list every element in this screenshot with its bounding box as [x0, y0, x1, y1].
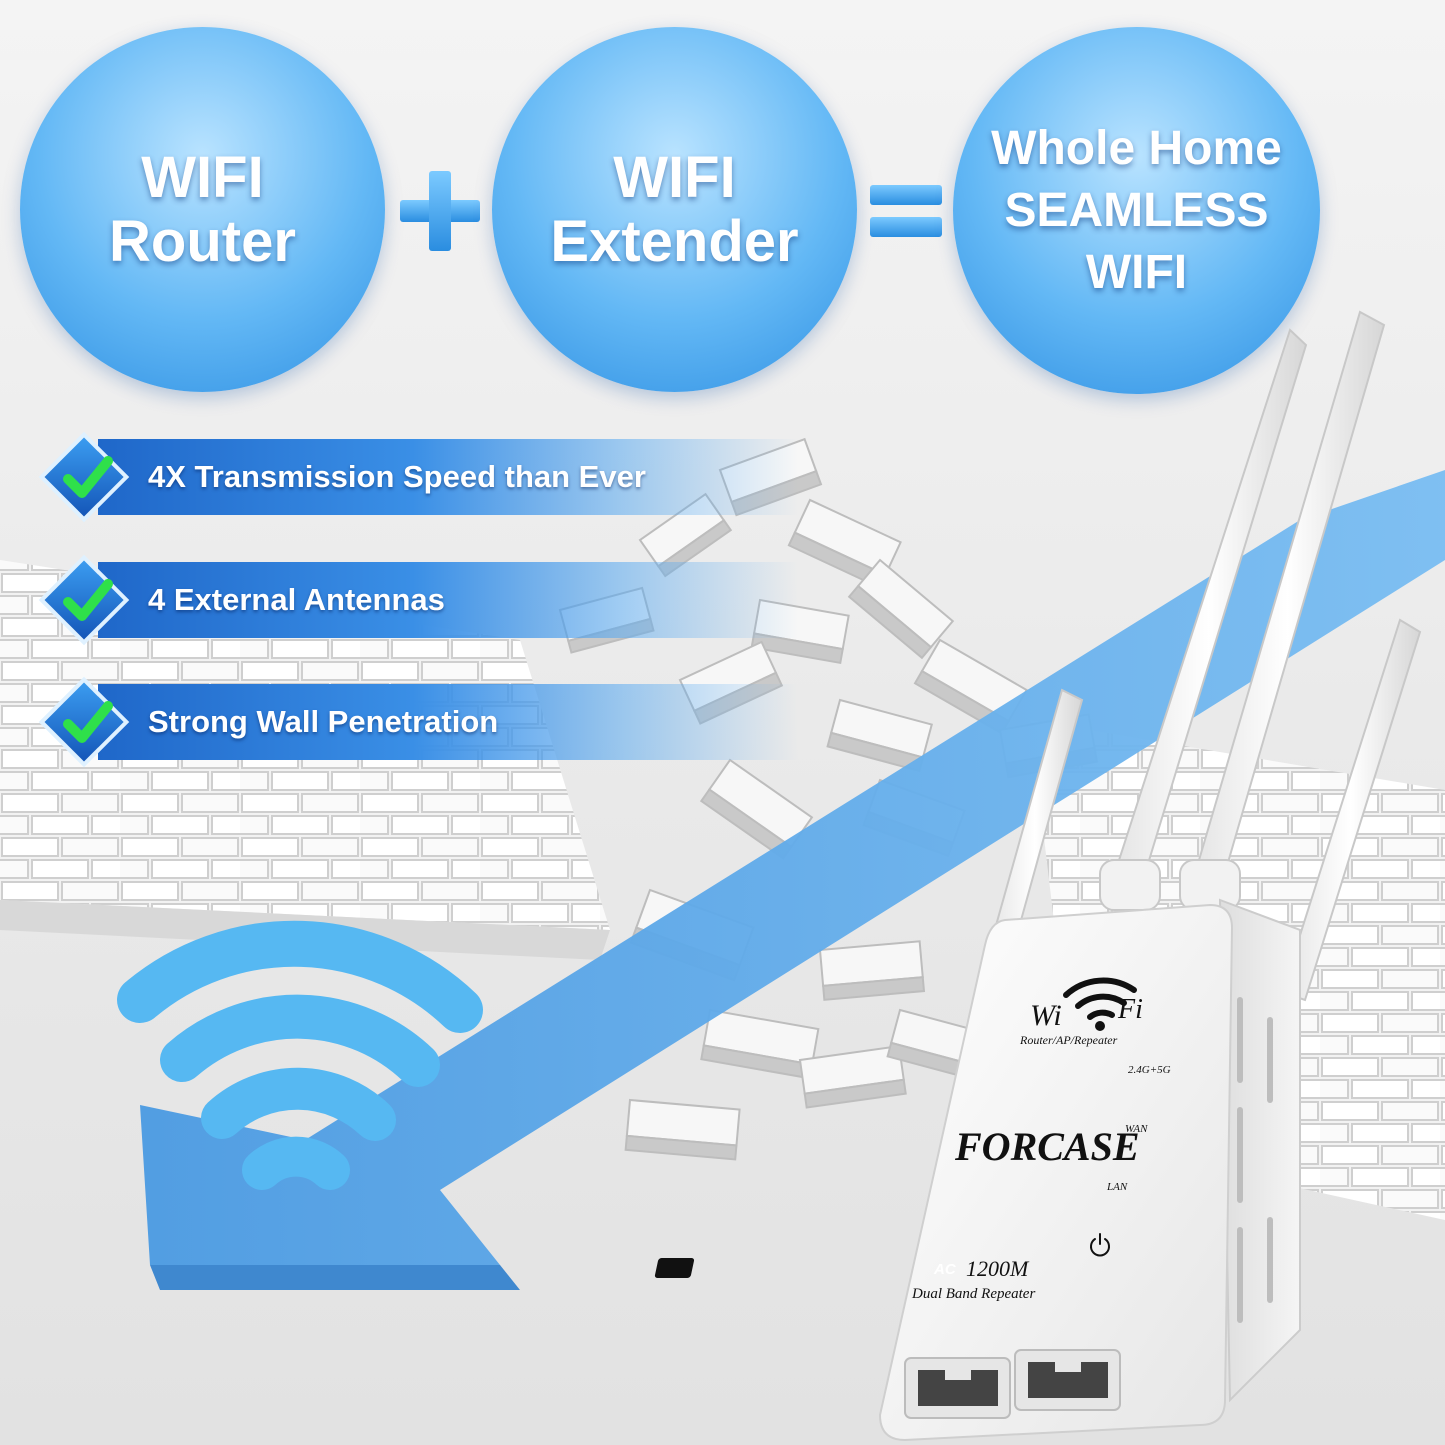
- result-line-3: WIFI: [1085, 245, 1188, 299]
- extender-line-2: Extender: [550, 208, 799, 274]
- wifi-extender-circle: WIFI Extender: [492, 27, 857, 392]
- equals-icon-bottom: [870, 217, 942, 237]
- plus-icon-v: [429, 171, 451, 251]
- equals-icon-top: [870, 185, 942, 205]
- router-line-1: WIFI: [141, 144, 264, 210]
- wifi-signal-icon: [117, 920, 483, 1190]
- power-icon: [1090, 1233, 1110, 1257]
- device-fi-text: Fi: [1117, 994, 1143, 1025]
- feature-label: 4X Transmission Speed than Ever: [148, 459, 646, 494]
- feature-wall-penetration: Strong Wall Penetration: [38, 676, 806, 768]
- feature-external-antennas: 4 External Antennas: [38, 554, 806, 646]
- feature-label: Strong Wall Penetration: [148, 704, 499, 739]
- device-wifi-icon: [1063, 977, 1137, 1031]
- device-brand: FORCASE: [954, 1124, 1140, 1169]
- feature-label: 4 External Antennas: [148, 582, 445, 617]
- wifi-router-circle: WIFI Router: [20, 27, 385, 392]
- device-front: [878, 903, 1234, 1442]
- device-mode-text: Router/AP/Repeater: [1019, 1033, 1118, 1047]
- check-icon: [63, 579, 113, 621]
- router-line-2: Router: [109, 208, 296, 274]
- device-band-label: 2.4G+5G: [1128, 1064, 1171, 1076]
- result-line-1: Whole Home: [991, 121, 1282, 175]
- ethernet-ports: [904, 1349, 1121, 1419]
- extender-line-1: WIFI: [613, 144, 736, 210]
- ac-badge-text: AC: [933, 1261, 957, 1278]
- penetration-arrow: [140, 470, 1445, 1290]
- ac-badge: AC: [654, 1258, 957, 1278]
- antennas: [986, 310, 1422, 1034]
- device-lan-label: LAN: [1106, 1181, 1128, 1193]
- device-wi-text: Wi: [1030, 999, 1062, 1032]
- device-speed: 1200M: [966, 1256, 1030, 1281]
- seamless-wifi-circle: Whole Home SEAMLESS WIFI: [953, 27, 1320, 394]
- side-vents: [1237, 997, 1273, 1323]
- feature-transmission-speed: 4X Transmission Speed than Ever: [38, 431, 806, 523]
- check-icon: [63, 456, 113, 498]
- result-line-2: SEAMLESS: [1004, 183, 1269, 237]
- check-icon: [63, 701, 113, 743]
- device-wan-label: WAN: [1125, 1123, 1148, 1135]
- device-product-type: Dual Band Repeater: [911, 1286, 1035, 1302]
